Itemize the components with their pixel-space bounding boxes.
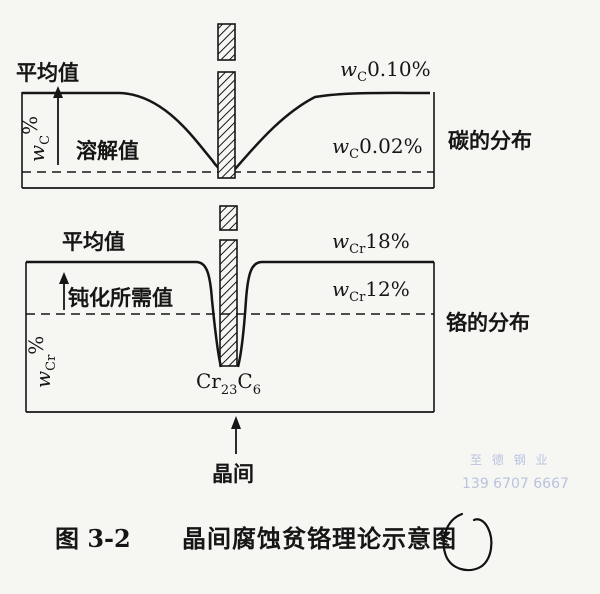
chromium-top-number: 18% [365,229,409,253]
carbon-curve [22,91,431,174]
carbide-sub-1: 23 [221,383,238,398]
carbon-axis-unit: % [18,116,42,135]
boundary-pointer-arrowhead [231,416,241,429]
watermark-line1: 至 德 钢 业 [470,452,550,467]
chromium-axis-symbol: w [31,371,55,388]
chromium-bottom-symbol: w [332,277,349,301]
carbon-panel: 平均值 溶解值 wC% wC0.10% wC0.02% 碳的分布 [16,57,532,189]
carbon-side-label: 碳的分布 [448,128,532,153]
carbon-bottom-sub: C [349,147,359,162]
caption-number: 图 3-2 [55,524,131,553]
carbide-main-2: C [237,369,252,393]
chromium-axis-arrowhead [59,272,69,284]
carbide-formula: Cr23C6 [196,369,261,398]
boundary-strip-middle-small [219,205,238,231]
carbide-main-1: Cr [196,369,221,393]
carbon-axis-symbol: w [25,145,49,162]
chromium-top-value: wCr18% [332,229,410,257]
chromium-curve [26,260,434,368]
watermark-line2: 139 6707 6667 [462,476,569,492]
chromium-avg-label: 平均值 [62,229,125,254]
carbide-sub-2: 6 [253,383,261,398]
chromium-top-sub: Cr [349,242,366,257]
caption-title: 晶间腐蚀贫铬理论示意图 [182,524,457,553]
chromium-axis-sub: Cr [44,354,59,371]
chromium-panel: 平均值 钝化所需值 wCr% wCr18% wCr12% 铬的分布 Cr23C6 [24,229,530,413]
boundary-strip-top-small [217,23,236,61]
chromium-axis-label: wCr% [24,336,59,388]
boundary-strip-bottom-long [219,239,238,367]
figure-caption: 图 3-2 晶间腐蚀贫铬理论示意图 [55,512,493,572]
chromium-bottom-sub: Cr [349,290,366,305]
carbon-dissolved-label: 溶解值 [76,138,139,163]
grain-boundary-pointer: 晶间 [212,416,254,486]
carbon-avg-label: 平均值 [16,60,79,85]
chromium-axis-unit: % [24,336,48,355]
carbon-bottom-symbol: w [332,134,349,158]
carbon-top-number: 0.10% [367,57,431,81]
carbon-axis-sub: C [38,135,53,145]
handwritten-circle-mark [442,512,493,572]
chromium-bottom-number: 12% [365,277,409,301]
grain-boundary-strips [217,23,238,367]
boundary-strip-top-long [217,71,236,179]
carbon-top-value: wC0.10% [340,57,431,85]
chromium-side-label: 铬的分布 [446,310,530,335]
chromium-bottom-value: wCr12% [332,277,410,305]
carbon-axis-arrowhead [53,86,63,98]
chromium-top-symbol: w [332,229,349,253]
carbon-axis-label: wC% [18,116,53,162]
carbon-bottom-number: 0.02% [359,134,423,158]
chromium-passivation-label: 钝化所需值 [68,285,173,310]
boundary-label: 晶间 [212,461,254,486]
watermark: 至 德 钢 业 139 6707 6667 [462,452,569,492]
carbon-top-symbol: w [340,57,357,81]
carbon-bottom-value: wC0.02% [332,134,423,162]
carbon-top-sub: C [357,70,367,85]
